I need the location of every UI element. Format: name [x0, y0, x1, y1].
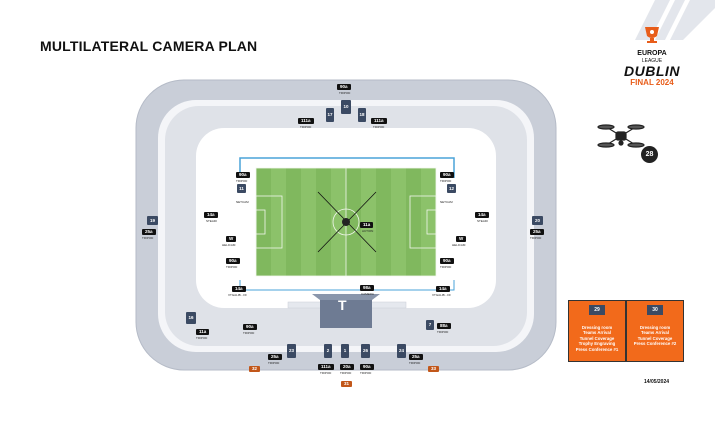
- camera-icon: 17: [326, 108, 334, 122]
- center-camera-sub: ACTION: [362, 229, 374, 233]
- camera-label: 111a: [298, 118, 314, 124]
- camera-sub: VTGALIB - FF: [432, 293, 452, 297]
- camera-label: 90a: [243, 324, 257, 330]
- logo-city: DUBLIN: [624, 63, 680, 79]
- box-camera-number: 30: [647, 305, 663, 315]
- camera-label: 14a: [436, 286, 450, 292]
- tunnel-roof: [312, 294, 380, 300]
- camera-label: 25a: [409, 354, 423, 360]
- camera-sub: TRIPOD: [268, 361, 280, 365]
- logo-final: FINAL 2024: [630, 78, 674, 87]
- remote-camera-label: 32: [249, 366, 261, 372]
- logo-line1: EUROPA: [637, 50, 667, 57]
- camera-label: 14a: [232, 286, 246, 292]
- dressing-room-box-2: 30 Dressing room Teams Arrival Tunnel Co…: [626, 300, 684, 362]
- logo-line2: LEAGUE: [641, 58, 663, 64]
- camera-sub: TRIPOD: [320, 371, 332, 375]
- camera-sub: VTGALIB - FF: [228, 293, 248, 297]
- camera-sub: STEADI: [206, 219, 217, 223]
- camera-sub: TRIPOD: [142, 236, 154, 240]
- tunnel-block: [320, 294, 372, 328]
- page-title: MULTILATERAL CAMERA PLAN: [40, 38, 258, 54]
- camera-sub: CAMERA: [361, 292, 374, 296]
- trophy-icon: [645, 27, 659, 43]
- camera-label: W: [226, 236, 237, 242]
- remote-camera-label: 33: [428, 366, 440, 372]
- camera-sub: TRIPOD: [243, 331, 255, 335]
- camera-icon: 20: [532, 216, 543, 225]
- camera-icon: 26: [361, 344, 370, 358]
- camera-sub: TRIPOD: [196, 336, 208, 340]
- camera-icon: 12: [447, 184, 456, 193]
- camera-label: 20a: [340, 364, 354, 370]
- camera-sub: TRIPOD: [530, 236, 542, 240]
- camera-sub: TRIPOD: [360, 371, 372, 375]
- camera-sub: HELICAM: [222, 243, 236, 247]
- drone-icon: [597, 124, 645, 148]
- camera-icon: 2: [324, 344, 332, 358]
- camera-label: 14a: [475, 212, 489, 218]
- camera-icon: 23: [287, 344, 296, 358]
- corner-pattern-decoration: [635, 0, 715, 40]
- camera-label: 90a: [440, 172, 454, 178]
- drone-camera-number: 28: [641, 146, 658, 163]
- dressing-room-box-1: 29 Dressing room Teams Arrival Tunnel Co…: [568, 300, 626, 362]
- box-description: Dressing room Teams Arrival Tunnel Cover…: [575, 325, 619, 352]
- camera-label: 111a: [371, 118, 387, 124]
- boundary-line: [239, 157, 455, 178]
- camera-label: 25a: [530, 229, 544, 235]
- camera-label: 11a: [196, 329, 210, 335]
- camera-sub: TRIPOD: [373, 125, 385, 129]
- camera-sub: HELICAM: [452, 243, 466, 247]
- camera-icon: 24: [397, 344, 406, 358]
- center-camera-label: 11a: [360, 222, 374, 228]
- camera-label: 90a: [226, 258, 240, 264]
- camera-label: 25a: [142, 229, 156, 235]
- box-description: Dressing room Teams Arrival Tunnel Cover…: [633, 325, 677, 347]
- camera-icon: 1: [341, 344, 349, 358]
- camera-label: 90a: [236, 172, 250, 178]
- plan-date: 14/05/2024: [644, 379, 670, 385]
- camera-label: 90a: [440, 258, 454, 264]
- camera-sub: TRIPOD: [437, 330, 449, 334]
- camera-label: 88a: [437, 323, 451, 329]
- camera-sub: TRIPOD: [340, 371, 352, 375]
- camera-icon: 19: [147, 216, 158, 225]
- netcam-label: NETCAM: [236, 200, 249, 204]
- camera-sub: TRIPOD: [236, 179, 248, 183]
- camera-label: 98a: [360, 285, 374, 291]
- box-camera-number: 29: [589, 305, 605, 315]
- camera-icon: 10: [341, 100, 351, 114]
- camera-label: 25a: [268, 354, 282, 360]
- camera-label: 90a: [360, 364, 374, 370]
- camera-sub: TRIPOD: [339, 91, 351, 95]
- camera-label: 90a: [337, 84, 351, 90]
- tunnel-letter: T: [338, 297, 347, 313]
- camera-sub: TRIPOD: [300, 125, 312, 129]
- camera-sub: TRIPOD: [226, 265, 238, 269]
- camera-label: W: [456, 236, 467, 242]
- remote-camera-label: 31: [341, 381, 353, 387]
- camera-sub: TRIPOD: [440, 265, 452, 269]
- camera-label: 111a: [318, 364, 334, 370]
- camera-label: 14a: [204, 212, 218, 218]
- netcam-label: NETCAM: [440, 200, 453, 204]
- camera-icon: 11: [237, 184, 246, 193]
- event-logo: EUROPA LEAGUE DUBLIN FINAL 2024: [612, 26, 692, 87]
- center-camera-icon: [342, 218, 350, 226]
- camera-sub: TRIPOD: [440, 179, 452, 183]
- camera-sub: STEADI: [477, 219, 488, 223]
- camera-icon: 16: [186, 312, 196, 324]
- boundary-line-lower: [239, 280, 455, 291]
- camera-icon: 7: [426, 320, 434, 330]
- camera-sub: TRIPOD: [409, 361, 421, 365]
- camera-icon: 18: [358, 108, 366, 122]
